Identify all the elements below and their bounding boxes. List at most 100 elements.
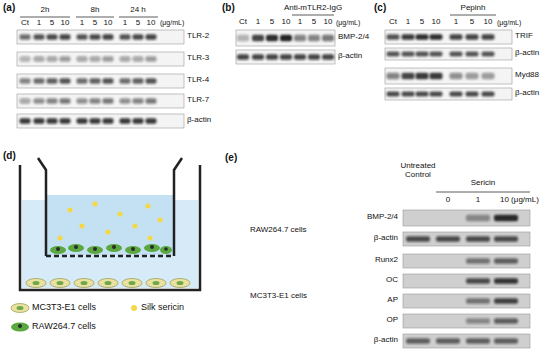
- blot-band: [402, 34, 415, 40]
- lane-label: 10: [484, 18, 493, 27]
- legend-label: MC3T3-E1 cells: [32, 303, 96, 313]
- band-label: β-actin: [187, 116, 211, 125]
- blot-band: [402, 73, 415, 79]
- blot-strip: [403, 254, 530, 268]
- blot-band: [47, 78, 58, 84]
- band-label: BMP-2/4: [367, 213, 398, 222]
- blot-band: [466, 92, 479, 97]
- blot-band: [20, 98, 31, 104]
- blot-band: [146, 78, 157, 84]
- lane-label: Ct: [389, 18, 397, 27]
- lane-label: 5: [136, 19, 140, 28]
- blot-band: [60, 56, 71, 62]
- blot-band: [402, 52, 415, 57]
- lane-label: 1: [298, 18, 302, 27]
- unit-label: (μg/mL): [160, 19, 184, 27]
- blot-band: [60, 118, 71, 124]
- blot-band: [133, 98, 144, 104]
- panel-letter: (b): [222, 2, 235, 13]
- blot-band: [466, 318, 490, 324]
- blot-band: [416, 34, 429, 40]
- lane-label: 5: [93, 19, 97, 28]
- lane-label: 10: [61, 19, 70, 28]
- blot-band: [20, 78, 31, 84]
- blot-band: [308, 54, 320, 60]
- blot-band: [146, 98, 157, 104]
- blot-band: [466, 34, 479, 40]
- blot-strip: [17, 30, 184, 44]
- blot-band: [436, 338, 460, 344]
- band-label: TLR-4: [187, 76, 209, 85]
- blot-band: [266, 35, 278, 41]
- lane-label: 1: [256, 18, 260, 27]
- blot-strip: [385, 30, 512, 44]
- lane-label: 0: [446, 196, 450, 205]
- band-label: Runx2: [375, 256, 398, 265]
- blot-band: [133, 118, 144, 124]
- blot-band: [20, 118, 31, 124]
- blot-band: [133, 34, 144, 40]
- lane-label: 10 (μg/mL): [500, 196, 539, 205]
- blot-strip: [385, 48, 512, 60]
- blot-band: [387, 73, 400, 79]
- blot-strip: [403, 210, 530, 226]
- lane-label: 10: [147, 19, 156, 28]
- blot-strip: [17, 94, 184, 108]
- blot-strip: [403, 232, 530, 246]
- blot-band: [482, 34, 495, 40]
- blot-band: [34, 118, 45, 124]
- blot-band: [103, 34, 114, 40]
- band-label: TLR-7: [187, 96, 209, 105]
- panel-letter: (a): [3, 2, 15, 13]
- blot-strip: [236, 50, 335, 64]
- blot-band: [146, 118, 157, 124]
- blot-band: [466, 52, 479, 57]
- blot-band: [90, 118, 101, 124]
- blot-band: [47, 118, 58, 124]
- blot-band: [430, 92, 443, 97]
- blot-band: [402, 92, 415, 97]
- blot-band: [103, 98, 114, 104]
- legend-label: Silk sericin: [141, 303, 184, 313]
- blot-band: [237, 54, 249, 60]
- band-label: Myd88: [515, 71, 539, 80]
- blot-strip: [403, 334, 530, 348]
- blot-band: [280, 54, 292, 60]
- blot-band: [77, 34, 88, 40]
- blot-band: [430, 52, 443, 57]
- blot-band: [252, 54, 264, 60]
- blot-band: [322, 54, 334, 60]
- group-label: 2h: [41, 6, 50, 15]
- blot-strip: [236, 30, 335, 46]
- unit-label: (μg/mL): [497, 19, 521, 27]
- blot-band: [77, 98, 88, 104]
- blot-band: [387, 52, 400, 57]
- blot-band: [494, 258, 518, 264]
- blot-strip: [385, 68, 512, 84]
- lane-label: 1: [406, 18, 410, 27]
- group-label: Untreated Control: [395, 162, 441, 180]
- blot-band: [90, 34, 101, 40]
- blot-band: [266, 54, 278, 60]
- band-label: OP: [386, 316, 398, 325]
- lane-label: 10: [282, 18, 291, 27]
- band-label: TLR-2: [187, 32, 209, 41]
- blot-band: [90, 98, 101, 104]
- blot-band: [450, 73, 463, 79]
- blot-band: [450, 52, 463, 57]
- lane-label: 5: [470, 18, 474, 27]
- group-label: Anti-mTLR2-IgG: [284, 4, 342, 13]
- blot-band: [120, 56, 131, 62]
- blot-band: [120, 118, 131, 124]
- blot-band: [60, 78, 71, 84]
- band-label: TRIF: [515, 32, 533, 41]
- blot-band: [20, 34, 31, 40]
- blot-strip: [17, 74, 184, 88]
- lane-label: 5: [312, 18, 316, 27]
- blot-band: [466, 298, 490, 304]
- blot-band: [406, 338, 430, 344]
- blot-band: [103, 56, 114, 62]
- blot-band: [120, 34, 131, 40]
- blot-band: [482, 92, 495, 97]
